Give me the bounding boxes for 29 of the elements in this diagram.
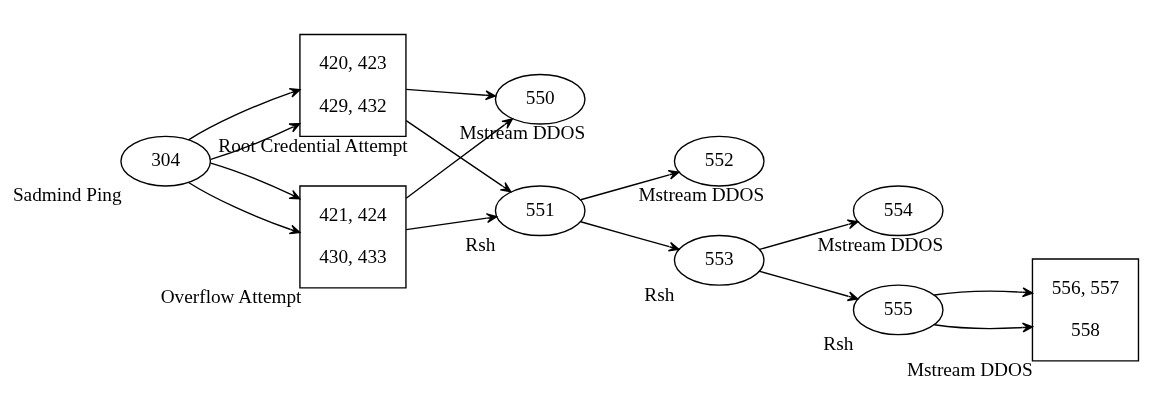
node-box: 420, 423 429, 432 [299,33,407,138]
arrow [759,219,859,250]
arrow [405,213,498,231]
node-label: Rsh [644,283,675,305]
arrow [187,181,301,235]
node-ellipse: 551 [494,185,586,237]
node-box: 556, 557 558 [1031,258,1140,362]
arrow [210,123,301,160]
arrow [933,287,1034,298]
node-label: Overflow Attempt [160,286,302,308]
arrow [933,322,1034,333]
node-box: 421, 424 430, 433 [299,185,407,289]
arrow [580,169,680,201]
arrow [580,221,680,252]
arrow [405,88,497,101]
arrow [759,270,859,302]
node-ellipse: 550 [494,73,586,125]
node-ellipse: 554 [852,185,944,237]
arrow [187,88,301,141]
node-label: Mstream DDOS [906,359,1033,381]
arrow [210,162,301,200]
node-ellipse: 553 [673,234,765,286]
node-label: Rsh [823,333,854,355]
node-label: Rsh [465,233,496,255]
node-ellipse: 555 [852,284,944,336]
node-label: Sadmind Ping [12,184,122,206]
node-label: Mstream DDOS [638,184,765,206]
node-ellipse: 304 [120,135,212,187]
node-ellipse: 552 [673,135,765,187]
